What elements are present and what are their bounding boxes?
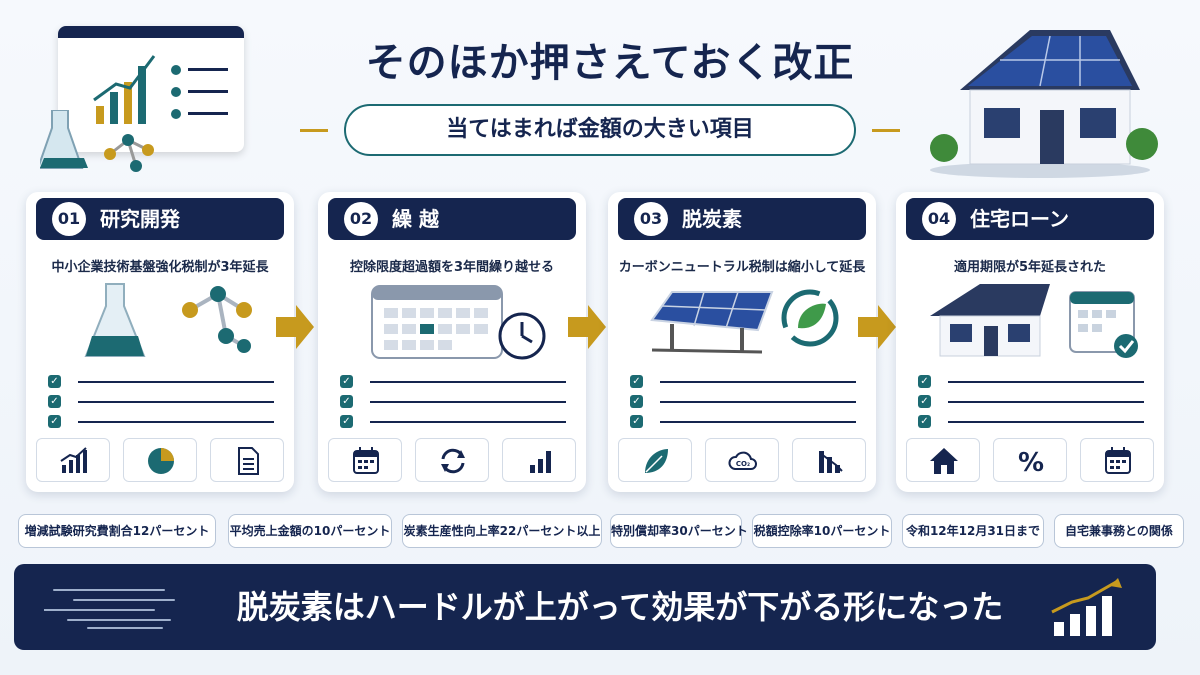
calendar-icon: [328, 438, 402, 482]
card-title: 住宅ローン: [970, 207, 1069, 231]
icon-tiles: [36, 438, 284, 482]
checklist-row: ✓: [918, 412, 1148, 432]
checklist: ✓ ✓ ✓: [630, 372, 860, 432]
badge-item: 平均売上金額の10パーセント: [228, 514, 392, 548]
card-title: 研究開発: [100, 207, 180, 231]
card-title: 繰 越: [392, 207, 439, 231]
card-header: 02 繰 越: [328, 198, 576, 240]
card-number: 01: [52, 201, 86, 236]
checklist-row: ✓: [918, 392, 1148, 412]
checklist-row: ✓: [918, 372, 1148, 392]
card-title: 脱炭素: [682, 207, 742, 231]
checklist-row: ✓: [48, 372, 278, 392]
checklist-row: ✓: [48, 392, 278, 412]
card-research-development: 01 研究開発 中小企業技術基盤強化税制が3年延長 ✓ ✓ ✓: [26, 192, 294, 492]
leaf-icon: [618, 438, 692, 482]
presentation-board-illustration: [58, 26, 244, 152]
card-number: 04: [922, 201, 956, 236]
bar-chart-icon: [502, 438, 576, 482]
checklist-row: ✓: [630, 392, 860, 412]
house-icon: [906, 438, 980, 482]
declining-chart-icon: [792, 438, 866, 482]
checklist-row: ✓: [340, 392, 570, 412]
subtitle-left-rule: [300, 129, 328, 132]
pie-chart-icon: [123, 438, 197, 482]
icon-tiles: [328, 438, 576, 482]
checklist-row: ✓: [630, 412, 860, 432]
arrow-right-icon: [276, 305, 314, 349]
badge-item: 特別償却率30パーセント: [610, 514, 748, 548]
checklist: ✓ ✓ ✓: [48, 372, 278, 432]
card-description: 適用期限が5年延長された: [953, 260, 1107, 275]
card-number: 03: [634, 201, 668, 236]
card-housing-loan: 04 住宅ローン 適用期限が5年延長された ✓ ✓ ✓ %: [896, 192, 1164, 492]
checklist: ✓ ✓ ✓: [918, 372, 1148, 432]
card-header: 04 住宅ローン: [906, 198, 1154, 240]
checklist-row: ✓: [340, 372, 570, 392]
page-subtitle: 当てはまれば金額の大きい項目: [344, 104, 856, 156]
document-icon: [210, 438, 284, 482]
subtitle-container: 当てはまれば金額の大きい項目: [300, 104, 900, 156]
summary-banner: 脱炭素はハードルが上がって効果が下がる形になった: [14, 564, 1156, 650]
badge-item: 増減試験研究費割合12パーセント: [18, 514, 216, 548]
refresh-icon: [415, 438, 489, 482]
checklist-row: ✓: [48, 412, 278, 432]
flask-molecule-illustration: [40, 110, 154, 172]
card-carryforward: 02 繰 越 控除限度超過額を3年間繰り越せる ✓ ✓ ✓: [318, 192, 586, 492]
co2-icon: CO₂: [705, 438, 779, 482]
card-description: 中小企業技術基盤強化税制が3年延長: [51, 260, 269, 275]
speed-lines-decoration: [44, 589, 175, 629]
card-description: カーボンニュートラル税制は縮小して延長: [618, 260, 866, 275]
rising-chart-icon: [1051, 578, 1122, 636]
calendar-clock-icon: [371, 285, 546, 360]
bar-chart-icon: [36, 438, 110, 482]
checklist-row: ✓: [340, 412, 570, 432]
card-header: 03 脱炭素: [618, 198, 866, 240]
percent-icon: %: [993, 438, 1067, 482]
card-number: 02: [344, 201, 378, 236]
badge-item: 炭素生産性向上率22パーセント以上: [402, 514, 602, 548]
card-header: 01 研究開発: [36, 198, 284, 240]
card-decarbonization: 03 脱炭素 カーボンニュートラル税制は縮小して延長 ✓ ✓ ✓ CO₂: [608, 192, 876, 492]
flask-molecule-icon: [84, 283, 252, 357]
checklist-row: ✓: [630, 372, 860, 392]
percent-label: %: [1018, 448, 1044, 477]
arrow-right-icon: [858, 305, 896, 349]
page-title: そのほか押さえておく改正: [365, 40, 855, 86]
checklist: ✓ ✓ ✓: [340, 372, 570, 432]
badge-item: 令和12年12月31日まで: [902, 514, 1044, 548]
calendar-icon: [1080, 438, 1154, 482]
arrow-right-icon: [568, 305, 606, 349]
subtitle-right-rule: [872, 129, 900, 132]
badge-item: 税額控除率10パーセント: [752, 514, 892, 548]
co2-label: CO₂: [736, 460, 750, 468]
solar-panel-leaf-icon: [650, 289, 839, 354]
card-description: 控除限度超過額を3年間繰り越せる: [349, 260, 555, 275]
banner-message: 脱炭素はハードルが上がって効果が下がる形になった: [236, 588, 1004, 626]
icon-tiles: %: [906, 438, 1154, 482]
solar-house-illustration: [930, 30, 1158, 178]
icon-tiles: CO₂: [618, 438, 866, 482]
badge-item: 自宅兼事務との関係: [1054, 514, 1184, 548]
house-calendar-icon: [930, 284, 1138, 358]
